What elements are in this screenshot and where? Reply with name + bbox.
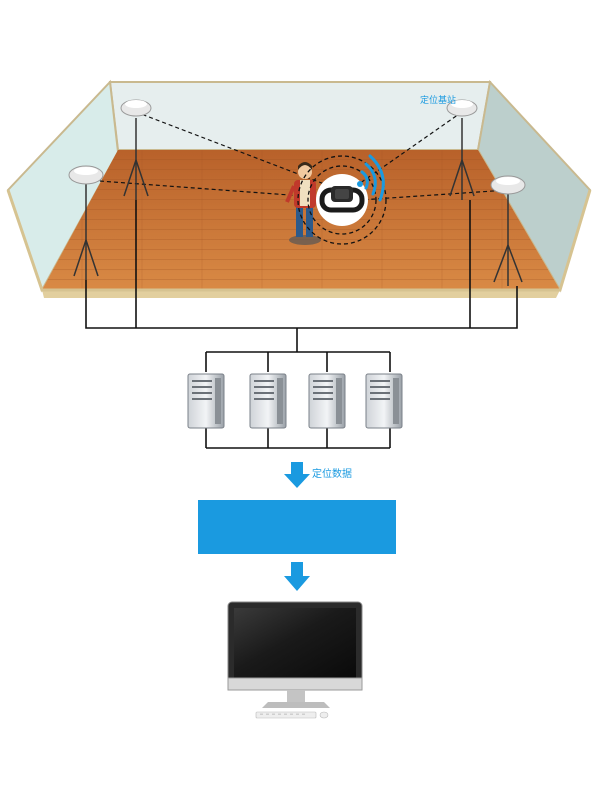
server-icon	[308, 373, 346, 429]
base-station-front-right	[490, 175, 526, 286]
server-icon	[365, 373, 403, 429]
server-icon	[187, 373, 225, 429]
processing-block	[198, 500, 396, 554]
base-station-back-right	[446, 99, 478, 200]
base-station-back-left	[120, 99, 152, 200]
base-station-front-left	[68, 165, 104, 280]
arrow-down-icon	[284, 462, 310, 488]
monitor-icon	[227, 601, 363, 719]
server-cluster	[187, 373, 403, 429]
base-station-label: 定位基站	[420, 94, 456, 106]
wristband-tag	[297, 154, 387, 245]
server-icon	[249, 373, 287, 429]
wristband-icon	[319, 186, 365, 213]
wireless-signal-icon	[357, 154, 385, 202]
cabling	[85, 200, 518, 449]
floor-edge	[42, 290, 560, 298]
positioning-data-label: 定位数据	[312, 467, 352, 480]
arrow-down-icon	[284, 562, 310, 591]
person-with-tag	[285, 162, 321, 245]
back-wall	[108, 81, 492, 151]
